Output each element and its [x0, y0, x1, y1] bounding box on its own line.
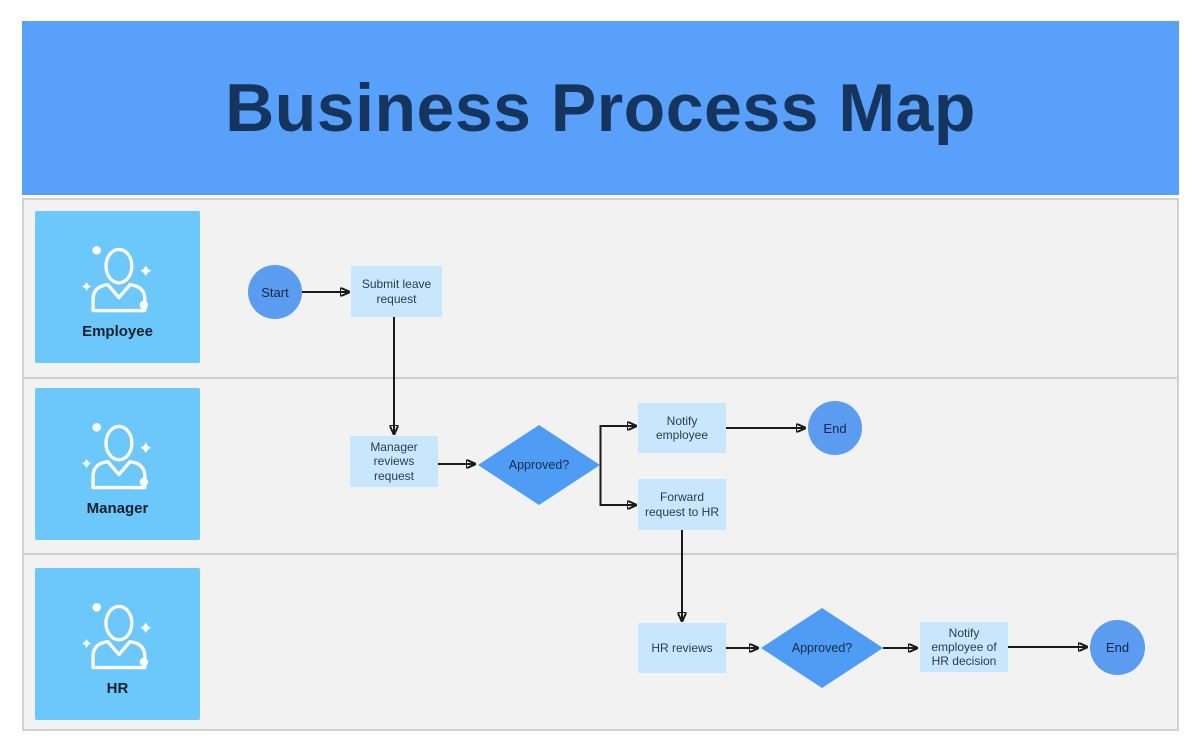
node-label: Start: [261, 284, 289, 300]
node-label: Forward request to HR: [644, 490, 720, 519]
lane-role-hr[interactable]: HR: [35, 568, 200, 720]
node-start[interactable]: Start: [248, 265, 302, 319]
node-label: Manager reviews request: [370, 440, 418, 483]
lane-role-label: HR: [106, 680, 129, 697]
node-label: End: [823, 420, 847, 436]
node-label: Approved?: [508, 458, 570, 472]
lane-divider: [24, 553, 1177, 555]
node-label: Submit leave request: [361, 277, 432, 306]
person-sparkle-icon: [80, 421, 153, 490]
lane-role-manager[interactable]: Manager: [35, 388, 200, 540]
node-label: Approved?: [791, 641, 853, 655]
lane-role-label: Manager: [86, 500, 149, 517]
node-notify-employee-of-hr-decision[interactable]: Notify employee of HR decision: [920, 622, 1008, 672]
node-manager-reviews-request[interactable]: Manager reviews request: [350, 436, 438, 487]
header-banner: Business Process Map: [22, 21, 1179, 195]
person-sparkle-icon: [80, 244, 153, 313]
node-forward-request-to-hr[interactable]: Forward request to HR: [638, 479, 726, 530]
page-title: Business Process Map: [225, 70, 976, 146]
lane-divider: [24, 377, 1177, 379]
node-end-hr[interactable]: End: [1090, 620, 1145, 675]
node-label: HR reviews: [651, 640, 713, 655]
node-notify-employee[interactable]: Notify employee: [638, 403, 726, 453]
node-label: End: [1105, 640, 1130, 655]
node-submit-leave-request[interactable]: Submit leave request: [351, 266, 442, 317]
lane-role-label: Employee: [82, 323, 153, 340]
node-hr-reviews[interactable]: HR reviews: [638, 623, 726, 673]
person-sparkle-icon: [80, 601, 153, 670]
lane-role-employee[interactable]: Employee: [35, 211, 200, 363]
node-label: Notify employee of HR decision: [931, 625, 997, 669]
node-label: Notify employee: [655, 413, 709, 442]
node-end-manager[interactable]: End: [808, 401, 862, 455]
